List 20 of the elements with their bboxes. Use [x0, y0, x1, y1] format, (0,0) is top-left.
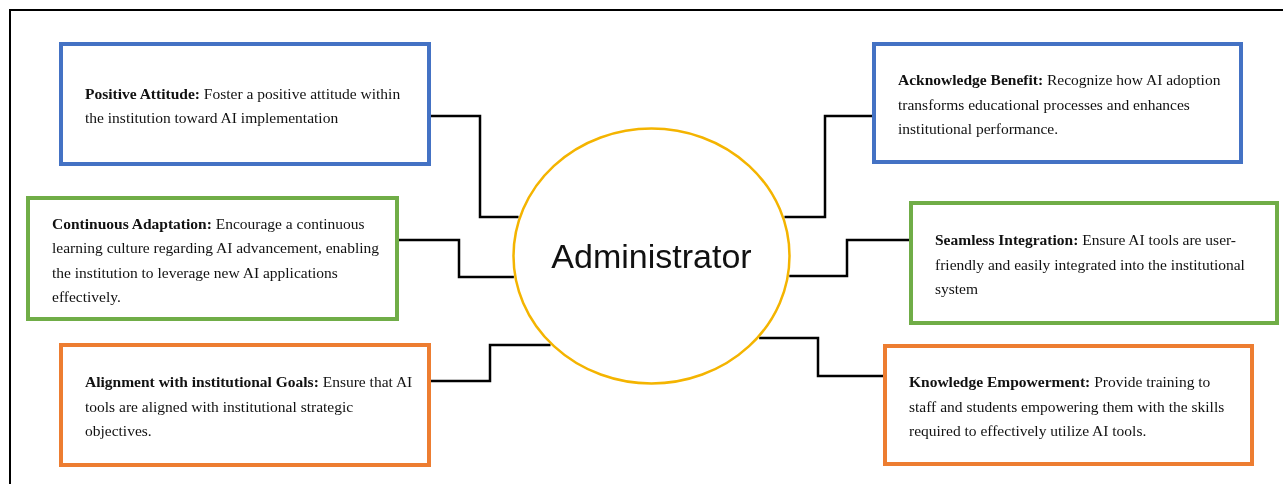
- text-box: [26, 196, 399, 321]
- text-box: [883, 344, 1254, 466]
- connector-line: [784, 114, 872, 219]
- text-box: [909, 201, 1279, 325]
- text-box: [872, 42, 1243, 164]
- node-title: Administrator: [551, 236, 752, 276]
- box-text: Knowledge Empowerment: Provide training to staff and students empowering them with the skills required to effectively utilize AI tools.: [909, 372, 1226, 442]
- connector-line: [759, 336, 883, 378]
- connector-line: [789, 238, 909, 278]
- box-text: Acknowledge Benefit: Recognize how AI adoption transforms educational processes and enhances institutional performance.: [898, 70, 1222, 140]
- text-box: [59, 42, 431, 166]
- ellipse-node: [512, 127, 791, 385]
- box-text: Seamless Integration: Ensure AI tools are user-friendly and easily integrated into the institutional system: [935, 230, 1246, 300]
- connector-line: [431, 114, 519, 219]
- box-text: Positive Attitude: Foster a positive attitude within the institution toward AI implementation: [85, 83, 402, 128]
- connector-line: [431, 343, 551, 383]
- box-text: Alignment with institutional Goals: Ensure that AI tools are aligned with institutional strategic objectives.: [85, 372, 413, 442]
- text-box: [59, 343, 431, 467]
- connector-line: [399, 238, 514, 279]
- box-text: Continuous Adaptation: Encourage a continuous learning culture regarding AI advancement, enabling the institution to leverage new AI applications effectively.: [52, 213, 381, 307]
